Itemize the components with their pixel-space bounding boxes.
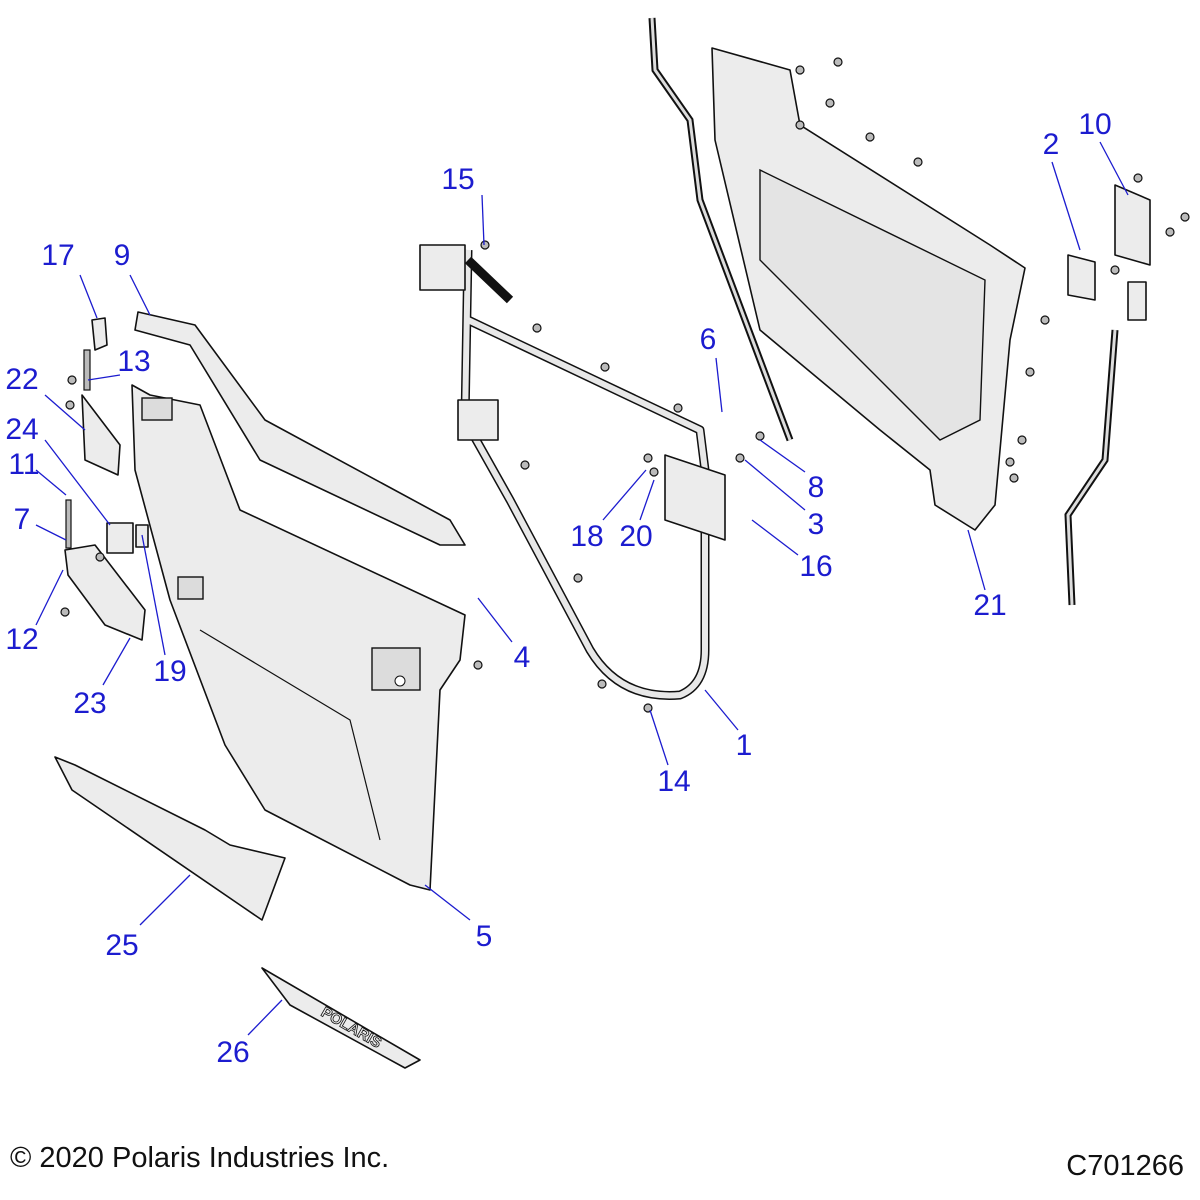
callout-19: 19	[153, 655, 187, 688]
fastener	[65, 400, 75, 410]
fastener	[865, 132, 875, 142]
callout-17: 17	[41, 239, 75, 272]
fastener	[597, 679, 607, 689]
fastener	[913, 157, 923, 167]
callout-13: 13	[117, 345, 151, 378]
frame-hinge-plate-top	[419, 244, 466, 291]
callout-16: 16	[799, 550, 833, 583]
callout-8: 8	[807, 471, 825, 504]
fastener	[825, 98, 835, 108]
fastener	[1005, 457, 1015, 467]
callout-15: 15	[441, 163, 475, 196]
callout-23: 23	[73, 687, 107, 720]
frame-hinge-plate-mid	[457, 399, 499, 441]
callout-10: 10	[1078, 108, 1112, 141]
latch-plate	[1127, 281, 1147, 321]
callout-14: 14	[657, 765, 691, 798]
fastener	[1165, 227, 1175, 237]
fastener	[573, 573, 583, 583]
part-10-latch	[1114, 184, 1151, 266]
fastener	[520, 460, 530, 470]
fastener	[643, 453, 653, 463]
door-handle-recess-top	[141, 397, 173, 421]
fastener	[1180, 212, 1190, 222]
door-handle-recess-mid	[177, 576, 204, 600]
seal-strip-right	[1064, 329, 1119, 606]
callout-1: 1	[735, 729, 753, 762]
fastener	[480, 240, 490, 250]
leader-lines	[35, 141, 1129, 1036]
copyright-notice: © 2020 Polaris Industries Inc.	[10, 1142, 390, 1174]
part-17-hinge-bracket	[91, 317, 108, 351]
part-5-inner-panel	[131, 384, 466, 891]
fastener	[1017, 435, 1027, 445]
part-26-badge-plate	[261, 967, 421, 1069]
callout-4: 4	[513, 641, 531, 674]
fastener	[1110, 265, 1120, 275]
callout-11: 11	[8, 448, 40, 481]
fastener	[833, 57, 843, 67]
callout-24: 24	[5, 413, 39, 446]
fastener	[1025, 367, 1035, 377]
callout-5: 5	[475, 920, 493, 953]
part-22-hinge-plate	[81, 394, 121, 476]
callout-26: 26	[216, 1036, 250, 1069]
fastener	[1040, 315, 1050, 325]
callout-12: 12	[5, 623, 39, 656]
fastener	[795, 120, 805, 130]
door-latch-handle	[371, 647, 421, 691]
fastener	[1009, 473, 1019, 483]
part-2-striker	[1067, 254, 1096, 301]
fastener	[60, 607, 70, 617]
fastener	[649, 467, 659, 477]
callout-9: 9	[113, 239, 131, 272]
frame-latch-plate	[664, 454, 726, 541]
callout-25: 25	[105, 929, 139, 962]
polaris-logo: POLARIS	[318, 1004, 384, 1052]
fastener	[795, 65, 805, 75]
part-9-upper-trim	[134, 311, 466, 546]
callout-7: 7	[13, 503, 31, 536]
fastener	[95, 552, 105, 562]
part-13-pin	[83, 349, 91, 391]
fastener	[473, 660, 483, 670]
part-25-lower-trim	[54, 756, 286, 921]
part-23-lower-hinge	[64, 544, 146, 641]
fastener	[600, 362, 610, 372]
callout-21: 21	[973, 589, 1007, 622]
part-24-hinge-plate	[106, 522, 134, 554]
fastener	[673, 403, 683, 413]
fasteners	[60, 57, 1190, 713]
callout-3: 3	[807, 508, 825, 541]
callout-2: 2	[1042, 128, 1060, 161]
drawing-number: C701266	[1066, 1150, 1184, 1182]
callout-20: 20	[619, 520, 653, 553]
callout-6: 6	[699, 323, 717, 356]
fastener	[735, 453, 745, 463]
fastener	[532, 323, 542, 333]
callout-18: 18	[570, 520, 604, 553]
callout-22: 22	[5, 363, 39, 396]
fastener	[1133, 173, 1143, 183]
fastener	[67, 375, 77, 385]
part-21-panel-recess	[759, 168, 986, 441]
fastener	[755, 431, 765, 441]
part-11-pin	[65, 499, 72, 549]
